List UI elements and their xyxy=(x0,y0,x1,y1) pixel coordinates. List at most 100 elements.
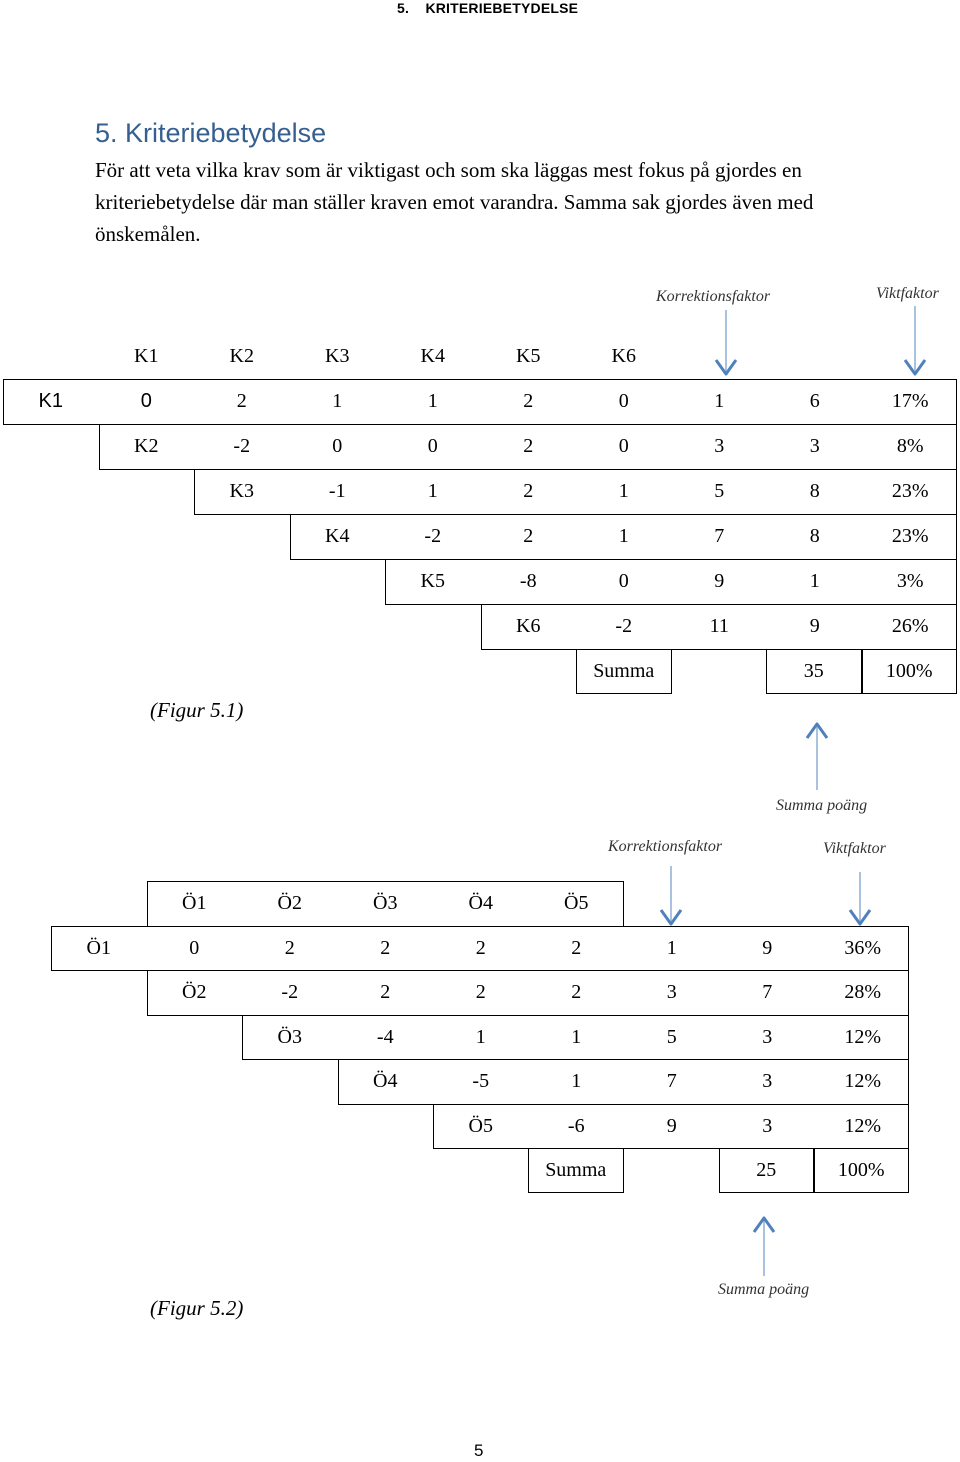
table-cell: 7 xyxy=(762,981,773,1003)
table-cell: 0 xyxy=(618,570,629,592)
table-cell: 0 xyxy=(332,435,343,457)
table-cell: 1 xyxy=(714,390,725,412)
row-label: K3 xyxy=(229,480,254,502)
viktfaktor-cell: 26% xyxy=(891,615,929,637)
table-cell: -2 xyxy=(281,981,299,1003)
row-label: K4 xyxy=(325,525,350,547)
viktfaktor-cell: 12% xyxy=(844,1070,882,1092)
table-cell: 0 xyxy=(618,390,629,412)
row-label: K6 xyxy=(516,615,541,637)
column-header: Ö5 xyxy=(564,892,589,914)
viktfaktor-cell: 3% xyxy=(896,570,924,592)
fig2-korrektionsfaktor-label: Korrektionsfaktor xyxy=(608,838,723,855)
table-cell: 0 xyxy=(140,390,152,412)
table-cell: 3 xyxy=(666,981,677,1003)
table-cell: 2 xyxy=(475,981,486,1003)
table-cell: 2 xyxy=(523,480,534,502)
fig1-summa-poang-arrow-icon xyxy=(805,722,829,790)
row-label: Ö5 xyxy=(468,1114,493,1137)
header-title: KRITERIEBETYDELSE xyxy=(425,0,579,16)
row-label: K5 xyxy=(420,570,445,592)
sum-label: Summa xyxy=(576,649,672,694)
table-cell: 2 xyxy=(571,981,582,1003)
table-cell: 2 xyxy=(523,435,534,457)
table-cell: -4 xyxy=(376,1025,394,1048)
table-cell: 2 xyxy=(380,981,391,1003)
figure-caption-5-1: (Figur 5.1) xyxy=(150,698,244,722)
table-cell: 1 xyxy=(427,390,438,412)
viktfaktor-cell: 36% xyxy=(844,936,882,959)
header-section-number: 5. xyxy=(397,0,410,16)
table-cell: 11 xyxy=(709,615,729,637)
page-number: 5 xyxy=(474,1441,484,1460)
running-header: 5. KRITERIEBETYDELSE xyxy=(397,0,578,16)
fig2-korrektionsfaktor-arrow-icon xyxy=(659,866,683,926)
column-header: K3 xyxy=(325,345,350,367)
sum-percent: 100% xyxy=(813,1148,909,1193)
fig1-korrektionsfaktor-arrow-icon xyxy=(714,310,738,376)
row-label: Ö3 xyxy=(277,1025,302,1048)
fig2-viktfaktor-label: Viktfaktor xyxy=(823,840,886,857)
table-cell: 9 xyxy=(714,570,725,592)
table-cell: -6 xyxy=(567,1114,585,1137)
row-label: Ö1 xyxy=(86,936,111,959)
fig1-korrektionsfaktor-label: Korrektionsfaktor xyxy=(656,288,771,305)
table-cell: 3 xyxy=(762,1025,773,1048)
table-cell: 3 xyxy=(762,1114,773,1137)
fig1-summa-poang-label: Summa poäng xyxy=(776,797,868,814)
table-cell: 2 xyxy=(284,936,295,959)
table-cell: -1 xyxy=(328,480,346,502)
table-cell: 1 xyxy=(332,390,343,412)
row-label: K2 xyxy=(134,435,159,457)
fig1-viktfaktor-arrow-icon xyxy=(903,306,927,376)
viktfaktor-cell: 23% xyxy=(891,480,929,502)
column-header: K4 xyxy=(420,345,445,367)
table-cell: 9 xyxy=(762,936,773,959)
column-header: Ö3 xyxy=(373,892,398,914)
table-cell: 3 xyxy=(809,435,820,457)
table-cell: 6 xyxy=(809,390,820,412)
viktfaktor-cell: 8% xyxy=(896,435,924,457)
table-cell: 3 xyxy=(714,435,725,457)
table-cell: 7 xyxy=(714,525,725,547)
fig2-summa-poang-label: Summa poäng xyxy=(718,1281,810,1298)
table-cell: 5 xyxy=(666,1025,677,1048)
table-cell: -2 xyxy=(424,525,442,547)
table-cell: -5 xyxy=(472,1070,490,1092)
column-header: K2 xyxy=(229,345,254,367)
table-cell: 2 xyxy=(523,525,534,547)
table-cell: 9 xyxy=(666,1114,677,1137)
table-cell: 2 xyxy=(523,390,534,412)
table-cell: 1 xyxy=(427,480,438,502)
table-cell: 8 xyxy=(809,525,820,547)
row-label: K1 xyxy=(38,390,63,412)
table-cell: 2 xyxy=(571,936,582,959)
sum-percent: 100% xyxy=(861,649,957,694)
fig1-viktfaktor-label: Viktfaktor xyxy=(876,285,939,302)
fig2-viktfaktor-arrow-icon xyxy=(848,872,872,926)
table-cell: 5 xyxy=(714,480,725,502)
table-cell: 2 xyxy=(236,390,247,412)
table-cell: 1 xyxy=(618,480,629,502)
table-cell: 0 xyxy=(189,936,200,959)
sum-label: Summa xyxy=(528,1148,624,1193)
table-cell: -2 xyxy=(233,435,251,457)
column-header: Ö1 xyxy=(182,892,207,914)
viktfaktor-cell: 23% xyxy=(891,525,929,547)
row-label: Ö2 xyxy=(182,981,207,1003)
table-cell: 2 xyxy=(475,936,486,959)
table-cell: 1 xyxy=(809,570,820,592)
viktfaktor-cell: 28% xyxy=(844,981,882,1003)
table-cell: 1 xyxy=(618,525,629,547)
table-cell: 1 xyxy=(571,1070,582,1092)
section-heading: 5. Kriteriebetydelse xyxy=(95,118,327,148)
fig2-summa-poang-arrow-icon xyxy=(752,1216,776,1276)
column-header: K5 xyxy=(516,345,541,367)
table-row xyxy=(480,604,957,650)
viktfaktor-cell: 12% xyxy=(844,1114,882,1137)
table-row xyxy=(433,1103,909,1149)
table-cell: -8 xyxy=(519,570,537,592)
table-cell: 7 xyxy=(666,1070,677,1092)
viktfaktor-cell: 17% xyxy=(891,390,929,412)
